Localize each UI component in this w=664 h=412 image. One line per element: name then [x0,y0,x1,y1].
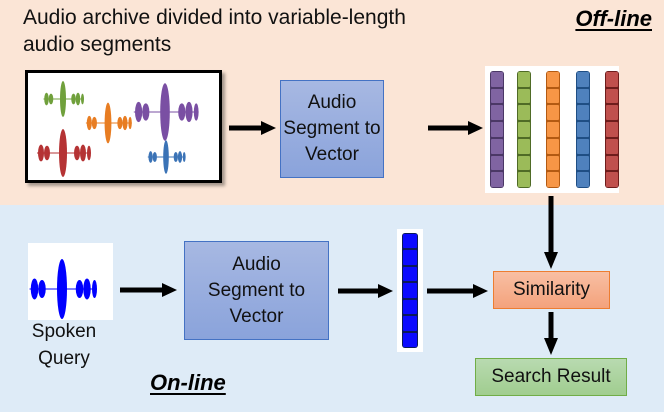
vector-cell [606,122,618,137]
arrow-asv-to-query-vector [338,283,394,299]
waveform-orange [85,102,132,144]
vector-cell [518,105,530,121]
archive-vector-green [517,71,531,188]
arrow-similarity-to-result [543,312,559,356]
vector-cell [577,72,589,87]
arrow-asv-to-vectors [428,120,484,136]
vector-cell [403,283,417,298]
vector-cell [577,138,589,154]
vector-cell [403,250,417,265]
vector-cell [403,299,417,315]
vector-cell [606,105,618,121]
vector-cell [606,172,618,188]
vector-cell [518,155,530,171]
archive-caption: Audio archive divided into variable-leng… [23,6,406,56]
query-caption-line1: Spoken [31,321,97,342]
vector-cell [606,155,618,171]
vector-cell [547,88,559,104]
audio-archive-waveforms [25,70,222,183]
vector-cell [491,72,503,87]
waveform-query [29,259,97,319]
vector-cell [403,266,417,282]
vector-cell [491,88,503,104]
vector-cell [606,72,618,87]
offline-label: Off-line [575,6,652,31]
online-label: On-line [150,370,226,395]
vector-cell [577,122,589,137]
waveform-red [37,129,91,177]
spoken-query-waveform [28,243,113,320]
similarity-box: Similarity [493,271,610,309]
query-vector-panel [397,229,423,352]
audio-segment-to-vector-offline: Audio Segment to Vector [280,80,384,178]
vector-cell [518,88,530,104]
vector-cell [491,105,503,121]
vector-cell [577,105,589,121]
vector-cell [518,122,530,137]
asv-offline-line1: Audio [307,92,357,113]
vector-cell [518,138,530,154]
waveform-blue [147,140,186,174]
vector-cell [547,155,559,171]
vector-cell [606,88,618,104]
asv-online-line1: Audio [232,253,281,275]
vector-cell [577,155,589,171]
vector-cell [547,122,559,137]
asv-online-line3: Vector [229,305,284,327]
spoken-query-caption: Spoken Query [24,318,104,372]
query-waveform-graphic [29,259,97,319]
vector-cell [577,88,589,104]
archive-vector-orange [546,71,560,188]
archive-vectors-panel [485,66,619,193]
vector-cell [403,234,417,249]
query-vector [402,233,418,348]
waveform-green [43,81,84,117]
search-result-box: Search Result [475,358,627,396]
asv-offline-line2: Segment to [283,118,381,139]
vector-cell [547,138,559,154]
vector-cell [518,72,530,87]
archive-vector-purple [490,71,504,188]
archive-vector-blue [576,71,590,188]
arrow-query-to-asv [120,282,178,298]
vector-cell [491,155,503,171]
arrow-archive-to-asv [229,120,277,136]
waveform-purple [133,83,199,141]
arrow-vectors-to-similarity [543,196,559,270]
vector-cell [547,172,559,188]
vector-cell [547,105,559,121]
vector-cell [491,138,503,154]
asv-offline-line3: Vector [305,144,359,165]
vector-cell [491,122,503,137]
vector-cell [403,316,417,331]
asv-online-line2: Segment to [207,279,306,301]
audio-segment-to-vector-online: Audio Segment to Vector [184,241,329,340]
vector-cell [518,172,530,188]
vector-cell [547,72,559,87]
vector-cell [577,172,589,188]
archive-vector-red [605,71,619,188]
vector-cell [491,172,503,188]
query-caption-line2: Query [38,348,90,369]
vector-cell [606,138,618,154]
arrow-query-vector-to-similarity [427,283,489,299]
vector-cell [403,332,417,347]
archive-waveform-graphic [37,81,199,177]
